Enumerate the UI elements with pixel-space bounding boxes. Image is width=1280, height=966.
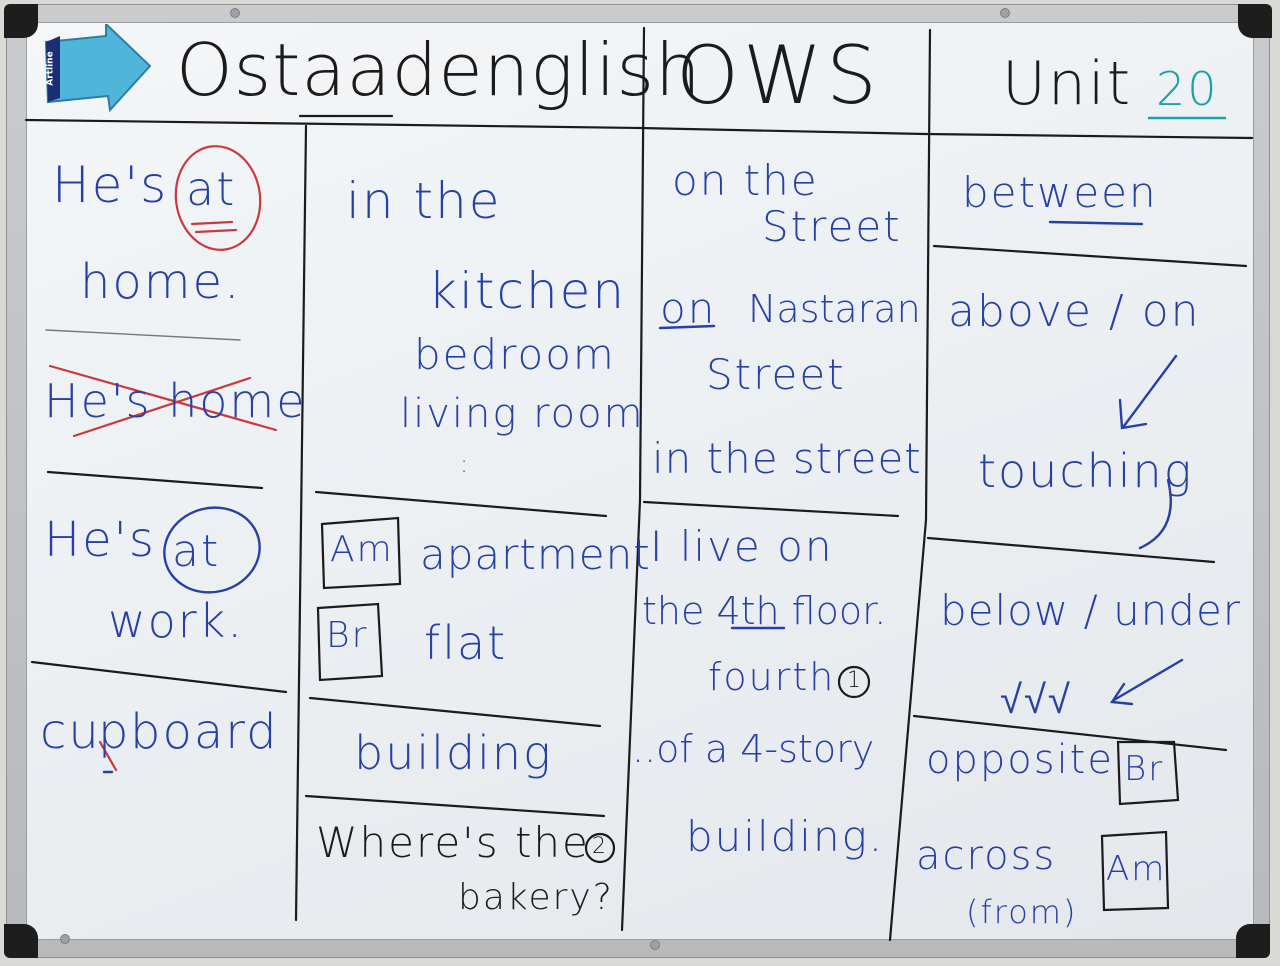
col4-from: (from) [966, 893, 1078, 931]
col2-building: building [354, 726, 553, 780]
circle-number-1 [837, 665, 871, 699]
frame-corner-top-right [1238, 4, 1272, 38]
col1-home: home. [80, 254, 242, 310]
col3-in-the-street: in the street [652, 434, 922, 483]
underline-at-1 [190, 220, 238, 234]
col3-on-the: on the [672, 156, 819, 205]
col4-opposite: opposite [926, 737, 1114, 783]
column-divider-2 [620, 26, 646, 932]
box-am-2 [1100, 830, 1170, 912]
col3-on: on [660, 284, 717, 333]
unit-label: Unit [1002, 49, 1133, 119]
col2-bedroom: bedroom [414, 330, 616, 379]
board-eraser[interactable]: Artline [40, 21, 152, 114]
col3-of-a-4-story: ..of a 4-story [632, 727, 875, 771]
col2-question-line2: bakery? [458, 877, 614, 918]
col4-checkmarks: √√√ [1000, 677, 1072, 723]
col2-living-room: living room [400, 391, 645, 437]
touching-tail [1138, 478, 1172, 550]
arrow-touching [1118, 354, 1178, 430]
frame-corner-top-left [4, 4, 38, 38]
col2-sep-1 [314, 490, 608, 518]
underline-on [658, 324, 716, 330]
arrow-below [1109, 658, 1184, 706]
col2-in-the: in the [346, 172, 502, 230]
cross-out-2 [72, 376, 252, 438]
ows-label: OWS [676, 29, 881, 122]
box-br-1 [316, 602, 384, 682]
cupboard-cross [98, 740, 118, 772]
col2-apartment: apartment [420, 530, 651, 579]
col1-cupboard-silent-p: p [98, 704, 131, 760]
col1-hes-2: He's [44, 512, 156, 568]
col1-wrong-sentence: He's home [44, 374, 307, 428]
column-divider-3 [888, 28, 932, 942]
col3-nastaran: Nastaran [748, 287, 921, 331]
col1-at-2: at [172, 526, 221, 577]
board-title: Ostaadenglish [176, 28, 702, 112]
col3-fourth: fourth [708, 655, 836, 699]
frame-corner-bottom-left [4, 924, 38, 958]
frame-screw [60, 934, 70, 944]
frame-screw [1000, 8, 1010, 18]
col4-across: across [916, 833, 1057, 879]
circle-number-2 [584, 832, 616, 864]
col1-sep-1 [46, 470, 264, 490]
col2-circled-number: 2 [592, 834, 606, 859]
eraser-brand-label: Artline [45, 51, 56, 86]
col4-sep-2 [926, 536, 1216, 564]
col2-dots: : [460, 450, 471, 478]
col1-cupboard-start: cu [40, 704, 101, 760]
col4-br-label: Br [1124, 749, 1165, 789]
col1-hes-1: He's [52, 156, 169, 214]
col2-br-label: Br [326, 615, 369, 656]
col3-street: Street [762, 202, 902, 251]
col3-i-live-on: I live on [650, 522, 834, 571]
col1-cupboard-end: board [130, 704, 279, 760]
box-br-2 [1116, 740, 1180, 806]
column-divider-1 [294, 124, 308, 922]
col2-question-line1: Where's the [316, 818, 590, 867]
col1-sep-3 [45, 329, 241, 341]
col2-sep-3 [304, 794, 606, 818]
circle-at-1 [174, 145, 262, 251]
header-divider-line [24, 118, 1254, 140]
col3-sep-1 [642, 500, 900, 518]
col2-am-label: Am [330, 529, 394, 570]
col2-flat: flat [424, 616, 508, 670]
col2-kitchen: kitchen [428, 262, 627, 320]
col4-between: between [962, 168, 1158, 217]
circle-at-2 [163, 506, 261, 594]
frame-screw [650, 940, 660, 950]
eraser-shape-icon [44, 21, 152, 113]
col4-am-label: Am [1106, 849, 1167, 889]
col3-circled-number: 1 [847, 668, 861, 693]
unit-number: 20 [1156, 62, 1219, 116]
col3-street-2: Street [706, 350, 846, 399]
col4-below-under: below / under [940, 586, 1242, 635]
col3-4th-floor: the 4th floor. [642, 589, 887, 633]
col4-above-on: above / on [948, 286, 1201, 337]
underline-ween [1048, 220, 1144, 226]
col1-sep-2 [30, 660, 288, 694]
col4-touching: touching [978, 444, 1194, 498]
box-am-1 [320, 516, 402, 590]
col1-at-1: at [186, 162, 237, 216]
col2-sep-2 [308, 696, 602, 728]
frame-screw [230, 8, 240, 18]
col4-sep-1 [932, 244, 1248, 268]
col3-building: building. [686, 812, 885, 861]
frame-corner-bottom-right [1236, 924, 1270, 958]
cross-out-1 [48, 364, 278, 432]
col1-work: work. [108, 594, 244, 648]
